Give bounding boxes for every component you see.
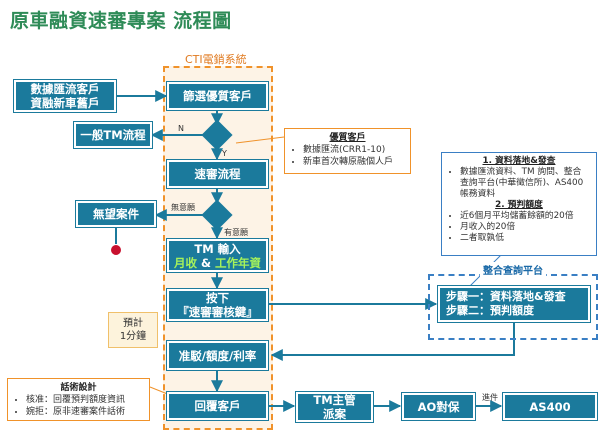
quality-note-heading: 優質客戶	[329, 133, 366, 143]
node-data-input-line1: 數據匯流客戶	[30, 82, 100, 96]
node-tm-input: TM 輸入 月收 & 工作年資	[167, 239, 268, 272]
node-platform-steps: 步驟一：資料落地&發查 步驟二：預判額度	[438, 286, 590, 322]
node-press-line2: 『速審審核鍵』	[177, 305, 258, 319]
node-press-line1: 按下	[206, 291, 229, 305]
node-tm-input-line2: 月收 & 工作年資	[174, 256, 261, 270]
monthly-income-label: 月收	[173, 255, 197, 270]
arrow-platform-to-approve	[270, 322, 515, 361]
data-note-heading-1: 1. 資料落地&發查	[482, 156, 556, 166]
work-years-label: 工作年資	[215, 255, 262, 270]
node-approve-limit-rate: 准駁/額度/利率	[167, 341, 268, 370]
quality-note-item: 數據匯流(CRR1-10)	[303, 144, 404, 156]
callout-script-note	[149, 386, 171, 396]
node-press-review-key: 按下 『速審審核鍵』	[167, 289, 268, 321]
query-platform-label: 整合查詢平台	[480, 262, 546, 277]
node-general-tm: 一般TM流程	[74, 122, 152, 148]
script-note-heading: 話術設計	[60, 383, 97, 393]
data-note-item: 數據匯流資料、TM 詢問、整合查詢平台(中華徵信所)、AS400帳務資料	[460, 167, 590, 200]
node-tm-supervisor-line1: TM主管	[313, 393, 356, 407]
script-design-note: 話術設計 核准：回覆預判額度資訊 婉拒：原非速審案件話術	[7, 378, 150, 421]
node-tm-supervisor-line2: 派案	[323, 407, 346, 421]
estimate-line2: 1分鐘	[119, 331, 147, 342]
data-note-list-2: 近6個月平均儲蓄餘額的20倍 月收入的20倍 二者取孰低	[448, 211, 590, 244]
callout-quality-note	[235, 136, 285, 144]
script-note-list: 核准：回覆預判額度資訊 婉拒：原非速審案件話術	[14, 394, 143, 418]
cti-system-label: CTI電銷系統	[185, 53, 247, 66]
time-estimate-note: 預計 1分鐘	[108, 312, 158, 348]
node-ao-signing: AO對保	[402, 393, 475, 420]
end-terminal-dot	[111, 245, 121, 255]
quality-customer-note: 優質客戶 數據匯流(CRR1-10) 新車首次轉原融個人戶	[284, 128, 411, 174]
page-title: 原車融資速審專案 流程圖	[10, 10, 232, 32]
node-tm-supervisor: TM主管 派案	[296, 392, 373, 422]
edge-label-no: N	[178, 124, 184, 133]
data-note-list-1: 數據匯流資料、TM 詢問、整合查詢平台(中華徵信所)、AS400帳務資料	[448, 167, 590, 200]
quality-note-list: 數據匯流(CRR1-10) 新車首次轉原融個人戶	[291, 144, 404, 168]
script-note-item: 核准：回覆預判額度資訊	[26, 394, 143, 406]
edge-label-has-intent: 有意願	[224, 228, 248, 237]
edge-label-enter: 進件	[482, 393, 498, 402]
tm-input-ampersand: &	[196, 255, 216, 270]
node-data-input-line2: 資融新車舊戶	[30, 96, 100, 110]
quality-note-item: 新車首次轉原融個人戶	[303, 156, 404, 168]
estimate-line1: 預計	[123, 318, 143, 329]
script-note-item: 婉拒：原非速審案件話術	[26, 406, 143, 418]
data-note-item: 近6個月平均儲蓄餘額的20倍	[460, 211, 590, 222]
node-tm-input-line1: TM 輸入	[194, 241, 241, 256]
node-screen-customers: 篩選優質客戶	[167, 82, 268, 110]
node-quick-review: 速審流程	[167, 160, 268, 188]
node-data-input: 數據匯流客戶 資融新車舊戶	[14, 80, 116, 112]
node-reply-customer: 回覆客戶	[167, 392, 268, 420]
data-note-item: 二者取孰低	[460, 233, 590, 244]
node-as400: AS400	[503, 393, 597, 420]
data-process-note: 1. 資料落地&發查 數據匯流資料、TM 詢問、整合查詢平台(中華徵信所)、AS…	[441, 152, 597, 256]
edge-label-no-intent: 無意願	[171, 203, 195, 212]
node-no-intent-case: 無望案件	[76, 201, 156, 227]
platform-step-2: 步驟二：預判額度	[446, 304, 534, 317]
platform-step-1: 步驟一：資料落地&發查	[446, 290, 566, 303]
data-note-item: 月收入的20倍	[460, 222, 590, 233]
edge-label-yes: Y	[222, 149, 227, 158]
data-note-heading-2: 2. 預判額度	[495, 200, 543, 210]
